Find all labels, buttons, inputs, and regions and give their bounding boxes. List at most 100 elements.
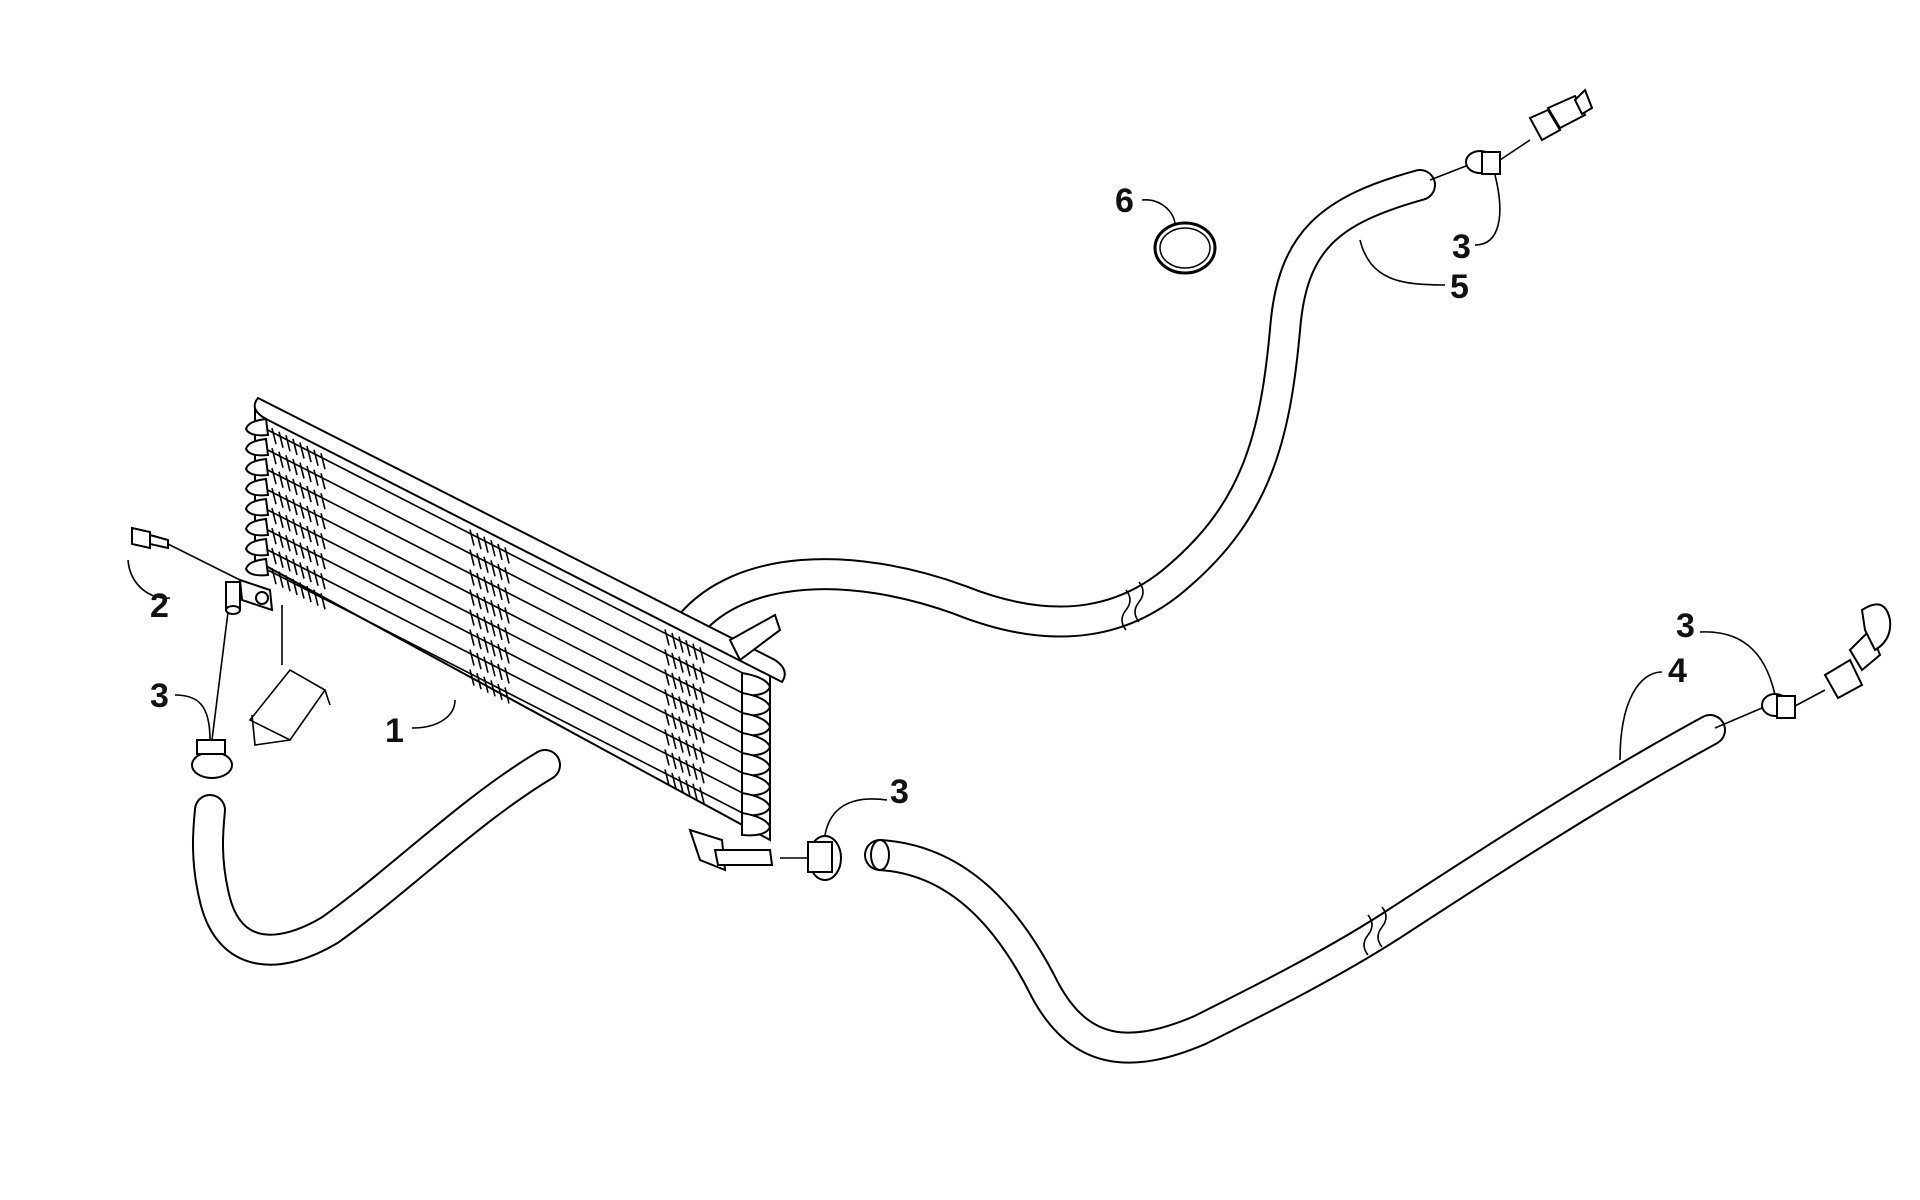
cooler-fin-hatch (271, 507, 277, 525)
cooler-fin-hatch (285, 535, 291, 552)
cooler-fin-hatch (278, 571, 284, 588)
cooler-fin-hatch (504, 587, 510, 604)
cooler-fin-hatch (299, 482, 305, 499)
cooler-fin-row (257, 424, 771, 688)
cooler-fin-hatch (306, 565, 312, 583)
cooler-fin-hatch (490, 560, 496, 577)
cooler-fin-hatch (671, 752, 677, 770)
cooler-fin-hatch (292, 438, 298, 456)
cooler-fin-hatch (692, 763, 698, 780)
cooler-fin-hatch (685, 779, 691, 797)
cooler-fin-hatch (664, 709, 670, 726)
cooler-fin-hatch (671, 732, 677, 750)
cooler-fin-hatch (685, 659, 691, 677)
cooler-fin-hatch (685, 639, 691, 657)
cooler-fin-hatch (490, 660, 496, 677)
callout-6: 6 (1115, 182, 1134, 220)
cooler-fin-hatch (299, 582, 305, 599)
cooler-fin-hatch (664, 749, 670, 766)
cooler-fin-hatch (504, 567, 510, 584)
cooler-fin-hatch (278, 551, 284, 568)
cooler-fin-hatch (699, 767, 705, 784)
callout-2: 2 (150, 587, 169, 625)
cooler-fin-hatch (271, 547, 277, 565)
cooler-fin-hatch (490, 600, 496, 617)
cooler-fin-hatch (483, 596, 489, 613)
cooler-fin-hatch (699, 727, 705, 744)
cooler-fin-hatch (292, 478, 298, 496)
cooler-fin-hatch (285, 435, 291, 452)
cooler-fin-hatch (469, 649, 475, 666)
cooler-fin-hatch (497, 583, 503, 601)
cooler-fin-hatch (504, 627, 510, 644)
cooler-fin-hatch (678, 716, 684, 733)
cooler-fin-hatch (497, 623, 503, 641)
cooler-fin-row (257, 544, 771, 808)
hose-5 (674, 169, 1436, 641)
cooler-fin-hatch (671, 712, 677, 730)
cooler-fin-hatch (278, 491, 284, 508)
mounting-bracket (248, 605, 331, 746)
cooler-fin-hatch (285, 515, 291, 532)
cooler-fin-hatch (313, 449, 319, 466)
cooler-fin-hatch (306, 445, 312, 463)
cooler-fin-hatch (313, 529, 319, 546)
cooler-fin-hatch (313, 509, 319, 526)
cooler-fin-hatch (476, 652, 482, 670)
callout-3-mid: 3 (890, 773, 909, 811)
cooler-end-loop (244, 497, 270, 517)
cooler-fin-hatch (292, 518, 298, 536)
callout-3-left: 3 (150, 677, 169, 715)
cooler-fin-hatch (306, 505, 312, 523)
cooler-fin-hatch (685, 719, 691, 737)
hose-left (192, 749, 561, 966)
cooler-fin-hatch (490, 640, 496, 657)
cooler-fin-hatch (483, 556, 489, 573)
cooler-fin-hatch (313, 549, 319, 566)
cooler-fin-hatch (664, 629, 670, 646)
cooler-fin-hatch (320, 473, 326, 490)
cooler-fin-hatch (685, 699, 691, 717)
clamp-top (1429, 150, 1501, 181)
cooler-fin-row (257, 524, 771, 788)
cooler-fin-hatch (320, 553, 326, 570)
cooler-fin-hatch (292, 578, 298, 596)
cooler-fin-hatch (678, 756, 684, 773)
cooler-fin-hatch (692, 783, 698, 800)
cooler-fin-hatch (285, 455, 291, 472)
cooler-fin-hatch (699, 707, 705, 724)
cooler-fin-hatch (299, 502, 305, 519)
cooler-fin-hatch (476, 612, 482, 630)
hose-4 (864, 714, 1726, 1064)
cooler-fin-hatch (678, 776, 684, 793)
callout-1: 1 (385, 712, 404, 750)
cooler-fin-hatch (685, 679, 691, 697)
cooler-fin-row (257, 444, 771, 708)
cooler-fin-hatch (483, 576, 489, 593)
cooler-fin-hatch (476, 572, 482, 590)
cooler-fin-hatch (476, 672, 482, 690)
cooler-fin-hatch (271, 527, 277, 545)
cooler-fin-hatch (483, 676, 489, 693)
cooler-fin-hatch (299, 542, 305, 559)
fitting-right (1794, 603, 1892, 707)
cooler-fin-hatch (313, 489, 319, 506)
cooler-fin-hatch (306, 525, 312, 543)
cooler-fin-hatch (299, 462, 305, 479)
cooler-fin-hatch (497, 663, 503, 681)
cooler-fin-hatch (699, 687, 705, 704)
cooler-end-loop (244, 557, 270, 577)
cooler-fin-hatch (692, 723, 698, 740)
cooler-fin-hatch (671, 692, 677, 710)
cooler-fin-hatch (292, 498, 298, 516)
cooler-end-loop (244, 537, 270, 557)
cooler-fin-hatch (685, 739, 691, 757)
cooler-fin-hatch (313, 469, 319, 486)
cooler-fin-hatch (497, 643, 503, 661)
cooler-fin-row (257, 504, 771, 768)
cooler-fin-hatch (271, 467, 277, 485)
cooler-fin-hatch (692, 743, 698, 760)
cooler-fin-hatch (671, 652, 677, 670)
cooler-fin-hatch (278, 531, 284, 548)
